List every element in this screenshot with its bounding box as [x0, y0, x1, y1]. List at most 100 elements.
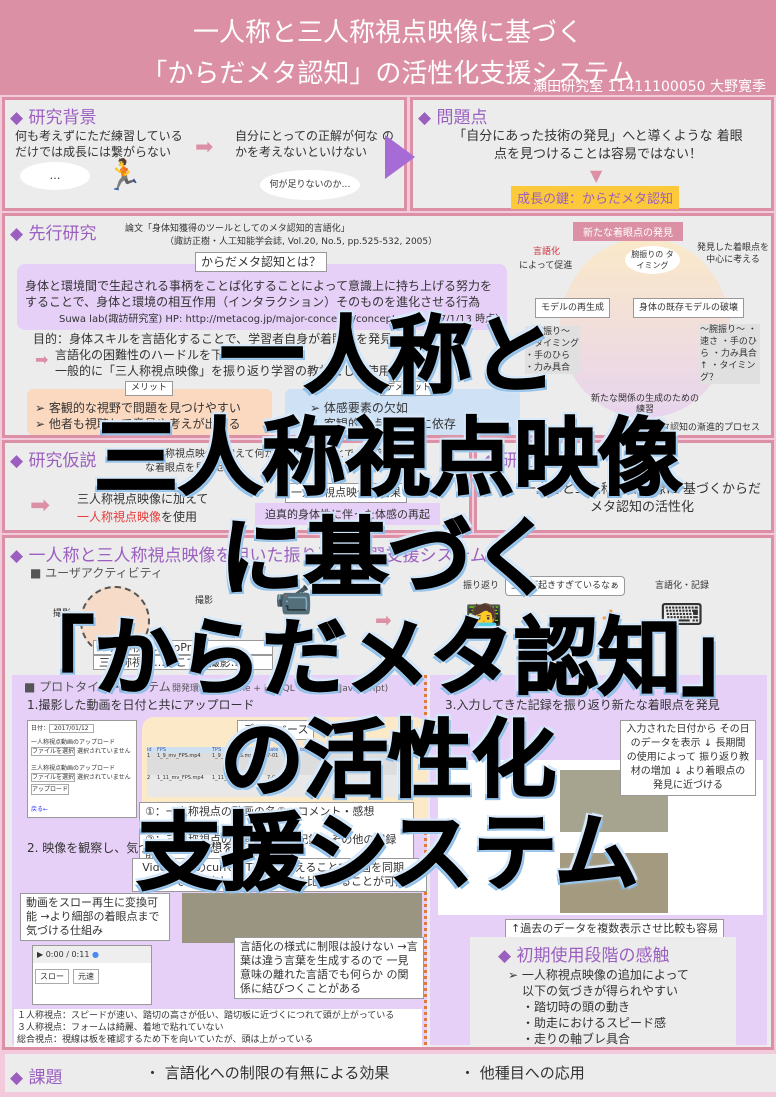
- thought-bubble: 何が足りないのか…: [260, 170, 360, 200]
- upload-button[interactable]: アップロード: [31, 784, 70, 795]
- step: 1.撮影した動画を日付と共にアップロード: [27, 698, 255, 712]
- arrow-icon: ➡: [30, 491, 51, 519]
- observation: １人称視点：スピードが速い、踏切の高さが低い、踏切板に近づくにつれて頭が上がって…: [17, 1011, 395, 1021]
- destroy-label: 身体の既存モデルの破壊: [633, 298, 745, 318]
- text: 新たな関係の生成のための練習: [590, 394, 699, 415]
- diagram-title: 新たな着眼点の発見: [573, 222, 683, 241]
- note: 言語化の様式に制限は設けない →言葉は違う言葉を生成するので 一見意味の離れた言…: [234, 937, 424, 999]
- author: 瀬田研究室 11411100050 大野寛季: [533, 79, 766, 95]
- text: 一人称と三人称視点映像に 基づくからだメタ認知の活性化: [522, 482, 762, 515]
- text: 三人称視点映像に加えて何かを使用することで より新たな着眼点を見出せる: [145, 449, 398, 474]
- video-frame: [560, 853, 668, 913]
- subheading: ■ ユーザアクティビティ: [30, 566, 163, 580]
- text: 自分にとっての正解が何な のかを考えないといけない: [235, 129, 394, 159]
- overlay-title-line: 一人称と: [219, 307, 557, 405]
- thought-bubble: …: [20, 162, 90, 190]
- text: ・踏切時の頭の動き: [522, 1000, 631, 1014]
- demerit-item: ➢ 体感要素の欠如: [310, 401, 408, 415]
- issues-panel: ◆ 課題 ・ 言語化への制限の有無による効果 ・ 他種目への応用: [5, 1054, 776, 1092]
- merit-item: ➢ 他者も視聴して意見や考えが出せる: [35, 417, 241, 431]
- issue-item: ・ 他種目への応用: [460, 1064, 585, 1082]
- text: 何も考えずにただ練習している だけでは成長には繋がらない: [15, 129, 183, 159]
- merit-box: ➢ 客観的な視野で問題を見つけやすい ➢ 他者も視聴して意見や考えが出せる: [27, 389, 272, 435]
- background-panel: ◆ 研究背景 何も考えずにただ練習している だけでは成長には繋がらない ➡ 自分…: [2, 97, 407, 211]
- file-button[interactable]: ファイルを選択: [31, 747, 76, 756]
- definition-text: 身体と環境間で生起される事柄をことば化することによって意識上に持ち上げる努力をす…: [25, 279, 493, 309]
- heading: ◆ 課題: [10, 1068, 63, 1088]
- text: からだメタ認知の漸進的プロセス: [625, 423, 761, 433]
- objective-panel: ◆ 研究目的 一人称と三人称視点映像に 基づくからだメタ認知の活性化: [474, 440, 774, 533]
- down-arrow-icon: ▼: [590, 166, 603, 185]
- player-controls[interactable]: ▶ 0:00 / 0:11 ●: [33, 946, 151, 963]
- cell: 1: [147, 753, 151, 759]
- thought-bubble: 腕振りの タイミング: [625, 246, 680, 274]
- date-input[interactable]: 2017/01/12: [49, 724, 94, 733]
- demerit-box: ➢ 体感要素の欠如 ➢ 客観的視点の分野に依存: [285, 389, 520, 435]
- demerit-item: ➢ 客観的視点の分野に依存: [310, 417, 456, 431]
- prototype-panel: ■ プロトタイプ・システム 開発環境：Apache + MySQL + PHP …: [12, 675, 427, 1047]
- text: ・走りの軸ブレ具合: [522, 1032, 631, 1046]
- prior-research-panel: ◆ 先行研究 論文「身体知獲得のツールとしてのメタ認知的言語化」 （諏訪正樹・人…: [2, 213, 774, 438]
- text: 一般的に「三人称視点映像」を振り返り学習の教材として使用: [55, 364, 391, 378]
- key-badge: 成長の鍵：からだメタ認知: [511, 186, 680, 209]
- video-player: ▶ 0:00 / 0:11 ● スロー元速: [32, 945, 152, 1005]
- observation-box: １人称視点：スピードが速い、踏切の高さが低い、踏切板に近づくにつれて頭が上がって…: [14, 1009, 422, 1047]
- tripod-icon: 📹: [275, 583, 313, 618]
- observation: 総合視点：視線は板を確認するため下を向いていたが、頭は上がっている: [17, 1035, 314, 1045]
- text: 言語化・記録: [655, 581, 710, 591]
- label: 日付：: [31, 725, 50, 732]
- legend-item: ③：コメント・感想: [276, 805, 375, 818]
- heading: ◆ 初期使用段階の感触: [498, 946, 670, 966]
- heading: ◆ 先行研究: [10, 224, 97, 244]
- normal-speed-button[interactable]: 元速: [73, 969, 99, 984]
- step: 3.入力してきた記録を振り返り新たな着眼点を発見: [445, 698, 720, 712]
- label: 一人称視点動画のアップロード: [31, 739, 116, 746]
- arrow-icon: ➡: [195, 135, 214, 160]
- col-header: id: [147, 747, 152, 753]
- upload-form: 日付：2017/01/12 一人称視点動画のアップロード ファイルを選択 選択さ…: [27, 720, 137, 818]
- heading: ◆ 研究背景: [10, 108, 97, 128]
- cell: 2: [147, 775, 151, 781]
- header: 一人称と三人称視点映像に基づく 「からだメタ認知」の活性化支援システム 瀬田研究…: [0, 0, 776, 95]
- keyboard-icon: ⌨: [660, 598, 704, 633]
- text: 発見した着眼点を 中心に考える: [696, 243, 769, 265]
- text: 三人称視点映像に加えて: [77, 492, 209, 506]
- title-line1: 一人称と三人称視点映像に基づく: [192, 18, 583, 48]
- text: ➢ 一人称視点映像の追加によって: [508, 968, 689, 982]
- overlay-title-line: 支援システム: [136, 804, 639, 902]
- arrow-icon: ➡: [375, 608, 392, 632]
- text: 一人称視点映像を使用: [77, 509, 197, 525]
- heading: ◆ 研究仮説: [10, 451, 97, 471]
- text: 撮影: [195, 596, 214, 606]
- purpose: 目的：身体スキルを言語化することで、学習者自身が着眼点を発見できる: [33, 332, 428, 346]
- file-button[interactable]: ファイルを選択: [31, 773, 76, 782]
- note: ↑過去のデータを複数表示させ比較も容易: [505, 919, 725, 939]
- cell: 7-01: [267, 753, 279, 759]
- overlay-title-line: に基づく: [219, 509, 557, 607]
- text: 撮影: [53, 609, 72, 619]
- subheading: ■ プロトタイプ・システム: [24, 680, 171, 694]
- paper-title: 論文「身体知獲得のツールとしてのメタ認知的言語化」: [125, 224, 350, 234]
- paper-ref: （諏訪正樹・人工知能学会誌, Vol.20, No.5, pp.525-532,…: [165, 237, 438, 247]
- effect-box: 迫真的身体性に伴った体感の再起: [255, 503, 440, 525]
- issue-item: ・ 言語化への制限の有無による効果: [145, 1064, 390, 1082]
- col-header: FPS: [157, 747, 167, 753]
- observation: ３人称視点：フォームは綺麗、着地で粘れていない: [17, 1023, 224, 1033]
- heading: ◆ 一人称と三人称視点映像を用いた振り返り学習支援システム: [10, 546, 487, 566]
- text: 「自分にあった技術の発見」へと導くような 着眼点を見つけることは容易ではない！: [453, 129, 743, 162]
- slow-button[interactable]: スロー: [35, 969, 69, 984]
- merit-item: ➢ 客観的な視野で問題を見つけやすい: [35, 401, 241, 415]
- database-label: データベース: [237, 720, 315, 740]
- legend-item: ②：三人称視点の動画の名前: [145, 833, 276, 860]
- legend-item: ①：一人称視点の動画の名前: [145, 805, 276, 832]
- verbal-label: 言語化: [533, 247, 561, 257]
- highlight: 一人称視点映像: [77, 510, 162, 524]
- impressions-box: ◆ 初期使用段階の感触 ➢ 一人称視点映像の追加によって 以下の気づきが得られや…: [470, 937, 736, 1046]
- overlay-title-line: 「からだメタ認知」: [9, 609, 767, 707]
- back-link[interactable]: 戻る←: [31, 806, 49, 813]
- overlay-title-line: の活性化: [219, 711, 557, 809]
- col-header: TPS: [212, 747, 222, 753]
- runner-icon: 🏃: [105, 158, 143, 193]
